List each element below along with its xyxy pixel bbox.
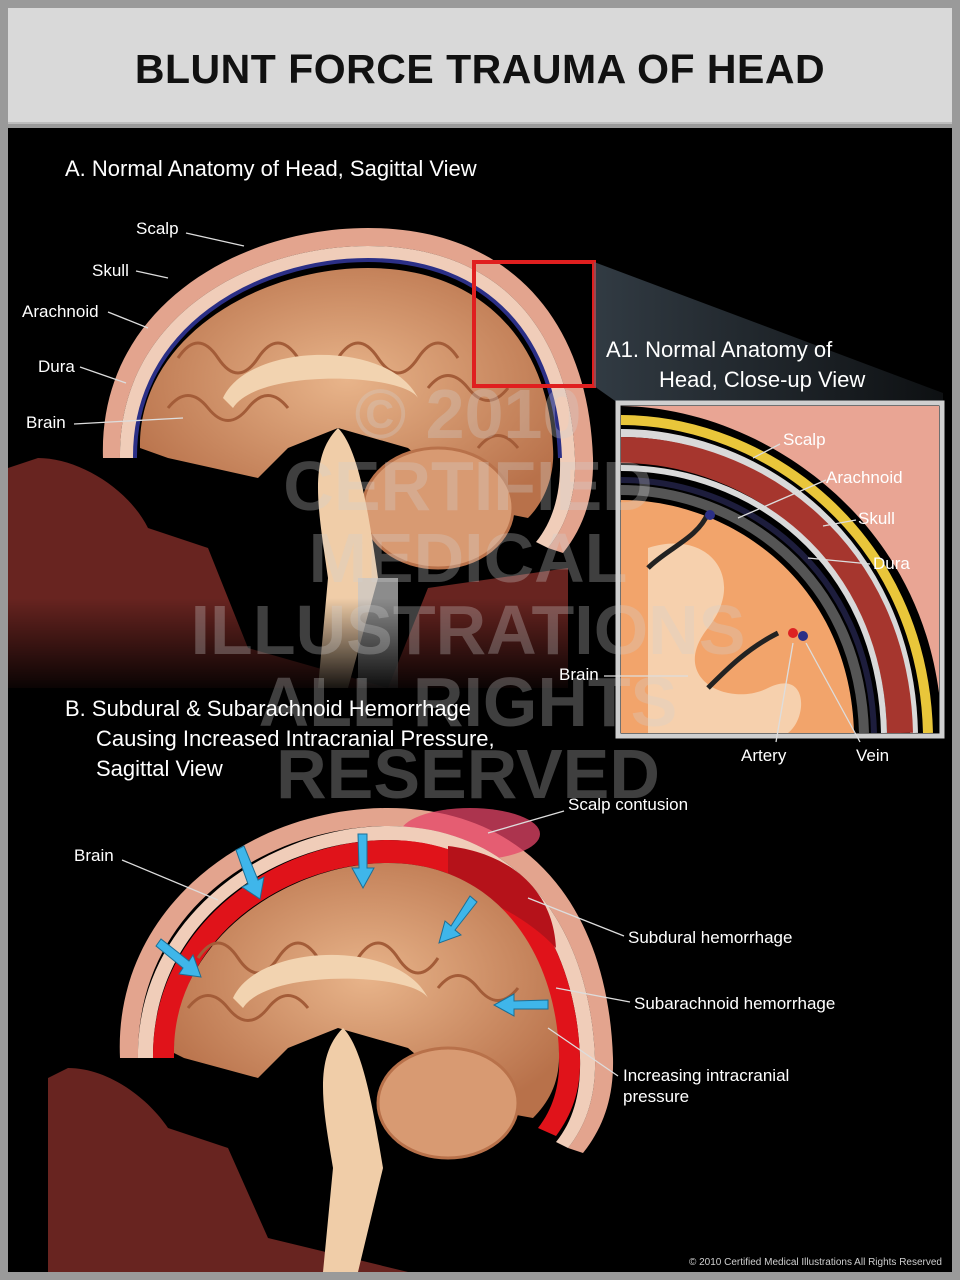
head-b-illustration [48,808,614,1272]
copyright-notice: © 2010 Certified Medical Illustrations A… [688,1257,942,1268]
anatomy-artwork [8,228,945,1272]
heading-a1-line2: Head, Close-up View [659,367,866,392]
label-b-pressure-line1: Increasing intracranial [623,1066,790,1085]
zoom-beam [594,262,943,403]
leaders-a [73,232,245,425]
label-a-brain: Brain [26,413,66,432]
label-a1-artery: Artery [741,746,787,765]
cerebellum-b [376,1046,520,1160]
label-b-brain: Brain [74,846,114,865]
brainstem-b [323,1028,383,1272]
leaders-b [121,810,631,1077]
subdural-bulge [448,846,556,948]
label-a1-skull: Skull [858,509,895,528]
heading-b-line3: Sagittal View [96,756,223,781]
pressure-arrow-5 [492,993,549,1017]
label-b-pressure-line2: pressure [623,1087,690,1106]
label-b-subarachnoid: Subarachnoid hemorrhage [634,994,836,1013]
pressure-arrow-2 [351,833,375,890]
watermark: © 2010 CERTIFIED MEDICAL ILLUSTRATIONS A… [190,375,746,813]
face-neck-b [48,1068,408,1272]
heading-b-line1: B. Subdural & Subarachnoid Hemorrhage [65,696,472,721]
label-a-skull: Skull [92,261,129,280]
pressure-arrow-4 [155,938,202,978]
corpus-callosum-b [233,954,428,1008]
illustration-panel: © 2010 CERTIFIED MEDICAL ILLUSTRATIONS A… [8,128,952,1272]
dura-a [132,257,562,459]
label-a1-vein: Vein [856,746,890,765]
label-a1-scalp: Scalp [783,430,826,449]
label-a-scalp: Scalp [136,219,179,238]
label-a-arachnoid: Arachnoid [22,302,99,321]
label-a1-brain: Brain [559,665,599,684]
label-a-dura: Dura [38,357,75,376]
label-b-scalp-contusion: Scalp contusion [568,795,689,814]
heading-a: A. Normal Anatomy of Head, Sagittal View [65,156,477,181]
leaders-a1 [604,443,871,743]
heading-a1-line1: A1. Normal Anatomy of [606,337,833,362]
title-bar: BLUNT FORCE TRAUMA OF HEAD [8,8,952,124]
label-a1-arachnoid: Arachnoid [826,468,903,487]
poster-title: BLUNT FORCE TRAUMA OF HEAD [134,46,826,92]
pressure-arrows [155,833,549,1017]
label-a1-dura: Dura [873,554,910,573]
corpus-callosum-a [223,354,418,408]
pressure-arrow-3 [438,895,478,944]
label-b-subdural: Subdural hemorrhage [628,928,793,947]
heading-b-line2: Causing Increased Intracranial Pressure, [96,726,495,751]
closeup-a1-illustration [615,400,945,739]
pressure-arrow-1 [235,845,265,900]
